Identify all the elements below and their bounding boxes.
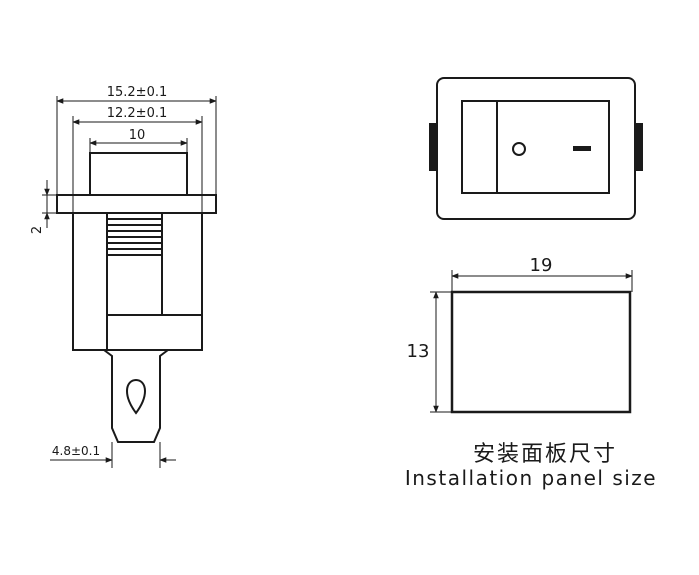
dim-width-outer: 15.2±0.1	[107, 85, 168, 100]
terminal	[103, 349, 169, 443]
rocker-face	[461, 100, 610, 194]
dim-terminal-width: 4.8±0.1	[52, 444, 100, 458]
flange	[56, 194, 217, 214]
terminal-hole	[125, 378, 147, 415]
front-view	[436, 77, 636, 220]
caption-chinese: 安装面板尺寸	[472, 442, 617, 467]
on-symbol-icon	[573, 146, 591, 151]
left-clip	[429, 123, 437, 171]
front-frame	[436, 77, 636, 220]
dim-flange-thickness: 2	[30, 226, 45, 234]
side-view	[56, 152, 217, 443]
latch-ribs	[107, 218, 162, 256]
caption-english: Installation panel size	[404, 466, 658, 490]
switch-body	[72, 212, 203, 351]
right-clip	[635, 123, 643, 171]
dim-panel-height: 13	[407, 341, 430, 362]
panel-cutout	[450, 290, 632, 414]
rocker-cap	[89, 152, 188, 196]
dim-width-mid: 12.2±0.1	[107, 106, 168, 121]
dim-panel-width: 19	[530, 255, 553, 276]
off-symbol-icon	[512, 142, 526, 156]
dim-width-inner: 10	[129, 128, 146, 143]
